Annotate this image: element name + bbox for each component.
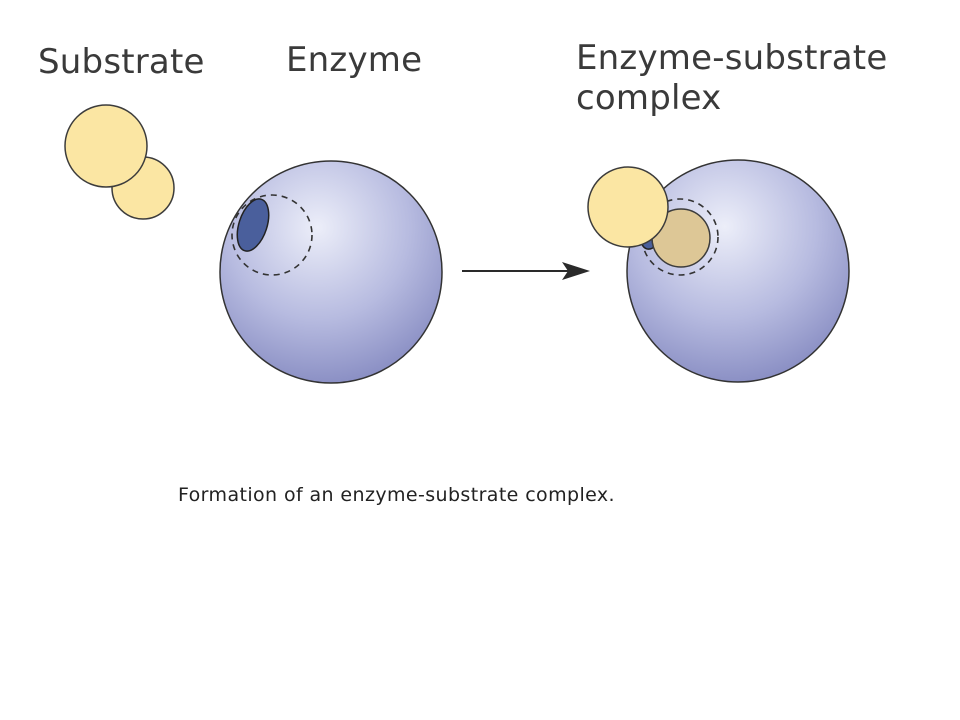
- free-substrate: [64, 104, 175, 220]
- complex-label-line-2: complex: [576, 78, 722, 118]
- complex-label-line-1: Enzyme-substrate: [576, 38, 888, 78]
- substrate-large-sphere: [64, 104, 148, 188]
- active-site-dashed-outline: [231, 194, 313, 276]
- reaction-arrow: [462, 262, 590, 280]
- complex-active-site-dashed-outline: [641, 198, 719, 276]
- figure-caption: Formation of an enzyme-substrate complex…: [178, 484, 615, 506]
- enzyme-substrate-complex-label: Enzyme-substrate complex: [576, 38, 887, 118]
- active-site: [236, 198, 270, 252]
- enzyme-sphere: [219, 160, 443, 384]
- free-enzyme: [219, 160, 443, 384]
- enzyme-label: Enzyme: [286, 40, 423, 80]
- arrow-head: [562, 262, 590, 280]
- enzyme-substrate-complex: [587, 159, 850, 383]
- substrate-label: Substrate: [38, 42, 205, 82]
- bound-substrate-large-sphere: [587, 166, 669, 248]
